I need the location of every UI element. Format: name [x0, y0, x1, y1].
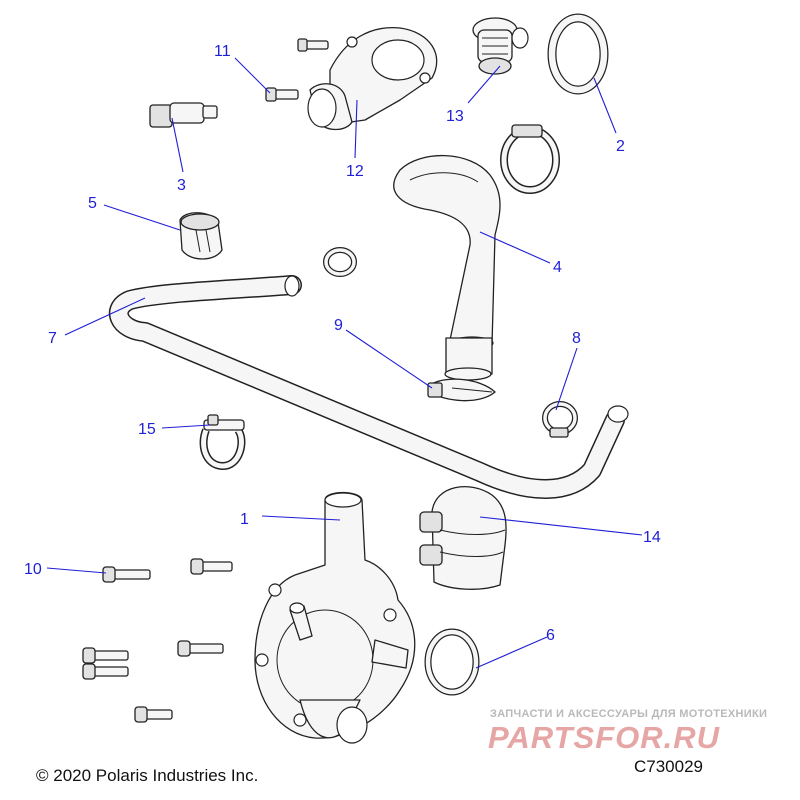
- figure-number: C730029: [634, 757, 703, 776]
- callout-6: 6: [546, 627, 555, 644]
- watermark: ЗАПЧАСТИ И АКСЕССУАРЫ ДЛЯ МОТОТЕХНИКИ PA…: [488, 708, 767, 755]
- callout-10: 10: [24, 561, 42, 578]
- copyright-text: © 2020 Polaris Industries Inc.: [36, 766, 258, 785]
- leader-1: [261, 515, 341, 521]
- callout-1: 1: [240, 511, 249, 528]
- part-4-formed-hose: [393, 154, 501, 381]
- leader-2: [593, 77, 617, 134]
- callout-14: 14: [643, 529, 661, 546]
- leader-14: [479, 516, 643, 536]
- callout-12: 12: [346, 163, 364, 180]
- callout-2: 2: [616, 138, 625, 155]
- callout-8: 8: [572, 330, 581, 347]
- callout-7: 7: [48, 330, 57, 347]
- part-6-pump-gasket: [424, 628, 480, 696]
- leader-lines: [46, 57, 643, 669]
- leader-11: [234, 57, 271, 94]
- leader-7: [64, 297, 146, 336]
- hose-clamp-small: [323, 247, 357, 277]
- hose-clamp-upper: [500, 124, 560, 194]
- part-8-clamp: [542, 401, 578, 438]
- leader-12: [354, 99, 358, 159]
- callout-15: 15: [138, 421, 156, 438]
- callout-11: 11: [214, 43, 231, 60]
- part-13-thermostat: [472, 17, 529, 75]
- leader-6: [475, 636, 548, 669]
- leader-13: [467, 65, 501, 104]
- part-15-strap-clamp: [199, 414, 246, 470]
- part-14-boot-cover: [419, 486, 507, 590]
- part-7-coolant-pipe: [109, 275, 629, 499]
- callout-13: 13: [446, 108, 464, 125]
- callout-labels: 1 2 3 4 5 6 7 8 9 10 11 12 13 14 15: [24, 43, 661, 644]
- part-9-band-clamp: [427, 378, 496, 402]
- callout-9: 9: [334, 317, 343, 334]
- leader-4: [479, 231, 551, 264]
- part-11-bolt: [265, 38, 329, 102]
- leader-10: [46, 567, 107, 574]
- part-10-bolts: [82, 558, 233, 723]
- part-3-sensor: [149, 102, 218, 128]
- part-2-gasket: [547, 13, 609, 95]
- callout-4: 4: [553, 259, 562, 276]
- watermark-tagline: ЗАПЧАСТИ И АКСЕССУАРЫ ДЛЯ МОТОТЕХНИКИ: [490, 708, 767, 720]
- watermark-site: PARTSFOR.RU: [488, 720, 721, 755]
- leader-8: [555, 347, 578, 411]
- callout-3: 3: [177, 177, 186, 194]
- leader-5: [103, 204, 181, 231]
- leader-9: [345, 329, 433, 389]
- leader-15: [161, 424, 211, 429]
- part-5-coupler: [179, 212, 223, 260]
- leader-3: [171, 117, 184, 173]
- callout-5: 5: [88, 195, 97, 212]
- part-1-water-pump: [254, 491, 416, 744]
